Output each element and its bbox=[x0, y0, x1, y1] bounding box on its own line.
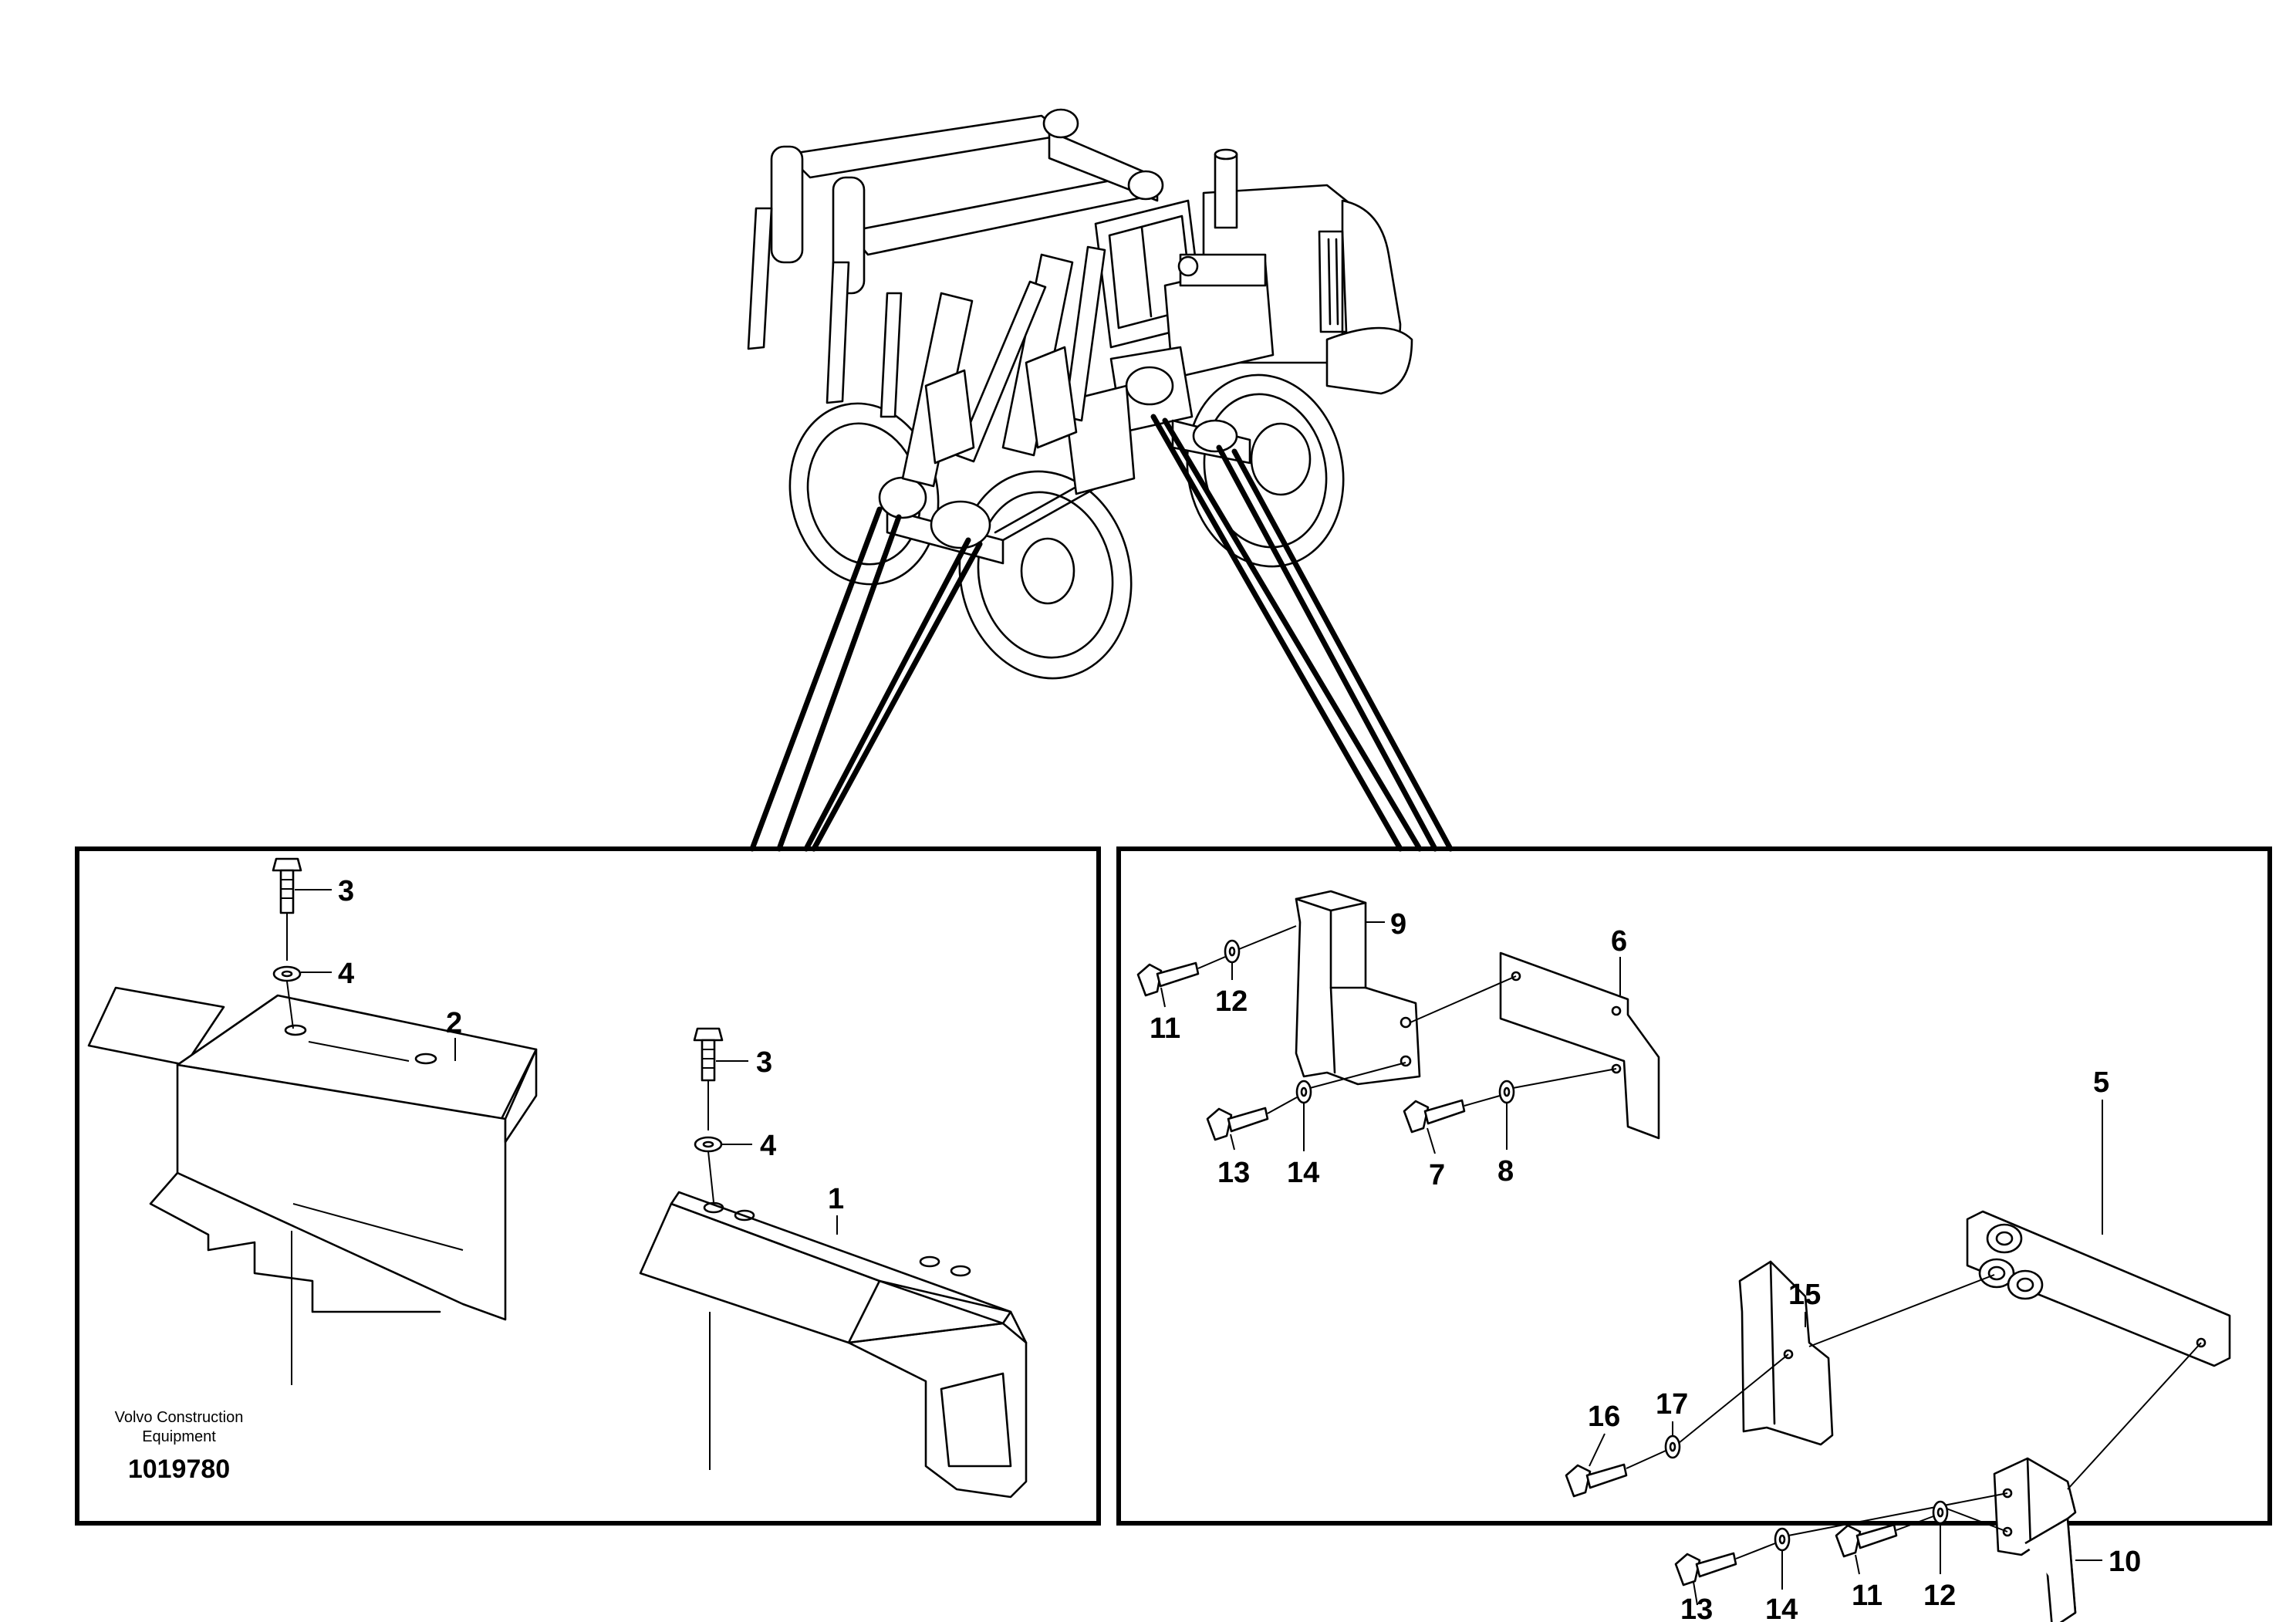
part-2-cover-plate bbox=[87, 986, 538, 1321]
part-12-washer-lower bbox=[1932, 1500, 1949, 1525]
callout-10: 10 bbox=[2109, 1546, 2141, 1578]
part-10-bracket bbox=[1993, 1457, 2077, 1622]
callout-2: 2 bbox=[446, 1007, 462, 1039]
callout-11-bottom: 11 bbox=[1852, 1580, 1882, 1612]
part-4-washer-left bbox=[272, 965, 302, 1029]
callout-9: 9 bbox=[1390, 908, 1406, 941]
callout-14-top: 14 bbox=[1287, 1157, 1319, 1189]
part-11-bolt-top bbox=[1136, 961, 1200, 997]
callout-1: 1 bbox=[828, 1183, 844, 1215]
part-16-bolt bbox=[1565, 1463, 1628, 1498]
part-17-washer bbox=[1664, 1434, 1681, 1459]
part-14-washer-upper bbox=[1295, 1080, 1312, 1104]
left-detail-panel bbox=[75, 846, 1101, 1526]
part-13-bolt-upper bbox=[1206, 1107, 1269, 1141]
part-9-bracket bbox=[1295, 890, 1421, 1086]
part-5-plate bbox=[1966, 1210, 2231, 1367]
wheel-loader-illustration bbox=[747, 108, 1413, 680]
part-3-bolt-middle bbox=[693, 1027, 724, 1130]
part-7-bolt bbox=[1403, 1099, 1466, 1134]
callout-7: 7 bbox=[1429, 1159, 1445, 1191]
part-12-washer-top bbox=[1224, 939, 1241, 964]
part-1-bracket bbox=[639, 1191, 1028, 1499]
document-number: 1019780 bbox=[128, 1455, 230, 1484]
callout-6: 6 bbox=[1611, 925, 1627, 958]
part-13-bolt-lower bbox=[1674, 1552, 1737, 1587]
callout-4-middle: 4 bbox=[760, 1130, 776, 1162]
part-14-washer-lower bbox=[1774, 1527, 1791, 1552]
callout-11-top: 11 bbox=[1150, 1012, 1180, 1045]
callout-12-bottom: 12 bbox=[1923, 1580, 1956, 1612]
part-3-bolt-left bbox=[272, 857, 302, 961]
callout-8: 8 bbox=[1497, 1155, 1514, 1188]
callout-12-top: 12 bbox=[1215, 985, 1248, 1018]
right-detail-panel bbox=[1116, 846, 2272, 1526]
callout-4-left: 4 bbox=[338, 958, 354, 990]
callout-13-top: 13 bbox=[1217, 1157, 1250, 1189]
callout-3-left: 3 bbox=[338, 875, 354, 907]
callout-14-bottom: 14 bbox=[1765, 1593, 1798, 1622]
part-4-washer-middle bbox=[694, 1136, 723, 1203]
part-11-bolt-lower bbox=[1835, 1523, 1898, 1558]
brand-line-2: Equipment bbox=[142, 1428, 216, 1445]
callout-13-bottom: 13 bbox=[1680, 1593, 1713, 1622]
part-6-plate bbox=[1499, 951, 1660, 1140]
callout-17: 17 bbox=[1656, 1388, 1688, 1421]
brand-line-1: Volvo Construction bbox=[115, 1409, 244, 1426]
callout-15: 15 bbox=[1788, 1279, 1821, 1311]
leader-lines bbox=[749, 414, 1454, 852]
callout-3-middle: 3 bbox=[756, 1046, 772, 1079]
part-8-washer bbox=[1498, 1080, 1515, 1104]
callout-16: 16 bbox=[1588, 1401, 1620, 1433]
callout-5: 5 bbox=[2093, 1066, 2109, 1099]
